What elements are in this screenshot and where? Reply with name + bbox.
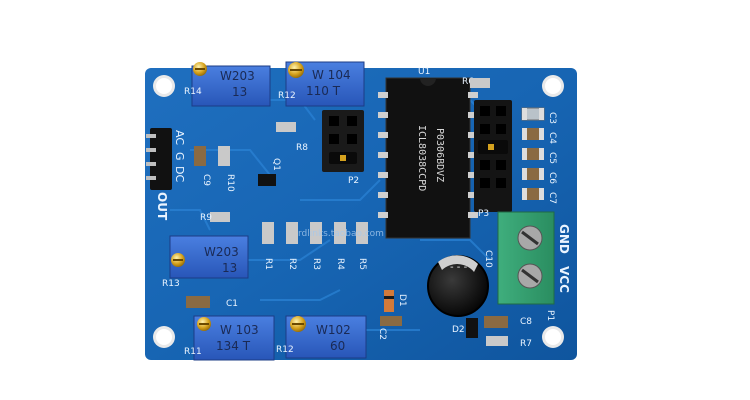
trimpot-r12-bottom: W102 60: [285, 315, 367, 359]
resistor-r6: [470, 78, 490, 88]
label-c6: C6: [547, 172, 557, 184]
label-r3: R3: [311, 258, 321, 270]
label-r4: R4: [335, 258, 345, 270]
cap-column: [521, 107, 545, 200]
label-c5: C5: [547, 152, 557, 164]
diode-d2: [466, 318, 478, 338]
label-gnd: GND: [557, 224, 571, 254]
pot-r14-line2: 13: [232, 85, 247, 99]
label-c3: C3: [547, 112, 557, 124]
label-c10: C10: [483, 250, 493, 268]
pot-r12-line2: 110 T: [306, 84, 341, 98]
mounting-hole-bl: [153, 326, 175, 348]
trimpot-r11: 134 T W 103: [193, 315, 275, 361]
label-c7: C7: [547, 192, 557, 204]
label-r11: R11: [184, 347, 202, 357]
chip-text-line2: P0306BDVZ: [434, 128, 445, 182]
mounting-hole-br: [542, 326, 564, 348]
label-out: OUT: [155, 192, 169, 221]
label-d2: D2: [452, 325, 465, 335]
label-r14: R14: [184, 87, 202, 97]
label-u1: U1: [418, 67, 430, 77]
label-r2: R2: [287, 258, 297, 270]
screw-terminal-p1: [497, 211, 555, 305]
cap-c2: [380, 316, 402, 326]
jumper-p2: [322, 110, 364, 172]
pot-r13-line2: 13: [222, 261, 237, 275]
label-r12-top: R12: [278, 91, 296, 101]
label-r13: R13: [162, 279, 180, 289]
cap-c1: [186, 296, 210, 308]
mounting-hole-tr: [542, 75, 564, 97]
pot-r12b-line2: 60: [330, 339, 345, 353]
cap-c8: [484, 316, 508, 328]
ic-chip-icl8038: ICL8038CCPD P0306BDVZ: [378, 77, 478, 239]
label-r10: R10: [225, 174, 235, 192]
cap-minus-mark: - - -: [450, 262, 468, 273]
trimpot-r12-top: W 104 110 T: [285, 61, 365, 107]
label-c8: C8: [520, 317, 532, 327]
label-c9: C9: [201, 174, 211, 186]
trimpot-r13: W203 13: [169, 235, 249, 279]
label-p3: P3: [478, 209, 489, 219]
label-r8: R8: [296, 143, 308, 153]
label-r6: R6: [462, 77, 474, 87]
pot-r13-line1: W203: [204, 245, 239, 259]
label-c2: C2: [377, 328, 387, 340]
output-pin-header: [146, 128, 172, 190]
diode-d1: [384, 290, 394, 312]
label-g: G: [173, 152, 186, 161]
trimpot-r14: W203 13: [191, 62, 271, 107]
watermark: rdlinks.taobao.com: [298, 229, 384, 239]
pot-r11-line2: W 103: [220, 323, 259, 337]
label-r12-bottom: R12: [276, 345, 294, 355]
label-dc: DC: [173, 166, 186, 182]
electrolytic-cap-c10: - - -: [427, 255, 489, 317]
label-d1: D1: [397, 294, 407, 307]
label-vcc: VCC: [557, 266, 571, 293]
label-c4: C4: [547, 132, 557, 144]
resistor-r9: [210, 212, 230, 222]
label-ac: AC: [173, 130, 186, 145]
label-q1: Q1: [271, 158, 281, 171]
cap-c9: [194, 146, 206, 166]
label-r5: R5: [357, 258, 367, 270]
pot-r14-line1: W203: [220, 69, 255, 83]
chip-text-line1: ICL8038CCPD: [416, 125, 427, 191]
resistor-r7: [486, 336, 508, 346]
resistor-r8: [276, 122, 296, 132]
mounting-hole-tl: [153, 75, 175, 97]
label-p1: P1: [545, 310, 555, 321]
label-c1: C1: [226, 299, 238, 309]
pot-r12b-line1: W102: [316, 323, 351, 337]
resistor-row: [262, 222, 368, 244]
label-r1: R1: [263, 258, 273, 270]
label-r7: R7: [520, 339, 532, 349]
transistor-q1: [258, 174, 276, 186]
label-r9: R9: [200, 213, 212, 223]
pot-r11-line1: 134 T: [216, 339, 251, 353]
resistor-r10: [218, 146, 230, 166]
label-p2: P2: [348, 176, 359, 186]
pot-r12-line1: W 104: [312, 68, 351, 82]
header-p3: [474, 100, 512, 212]
